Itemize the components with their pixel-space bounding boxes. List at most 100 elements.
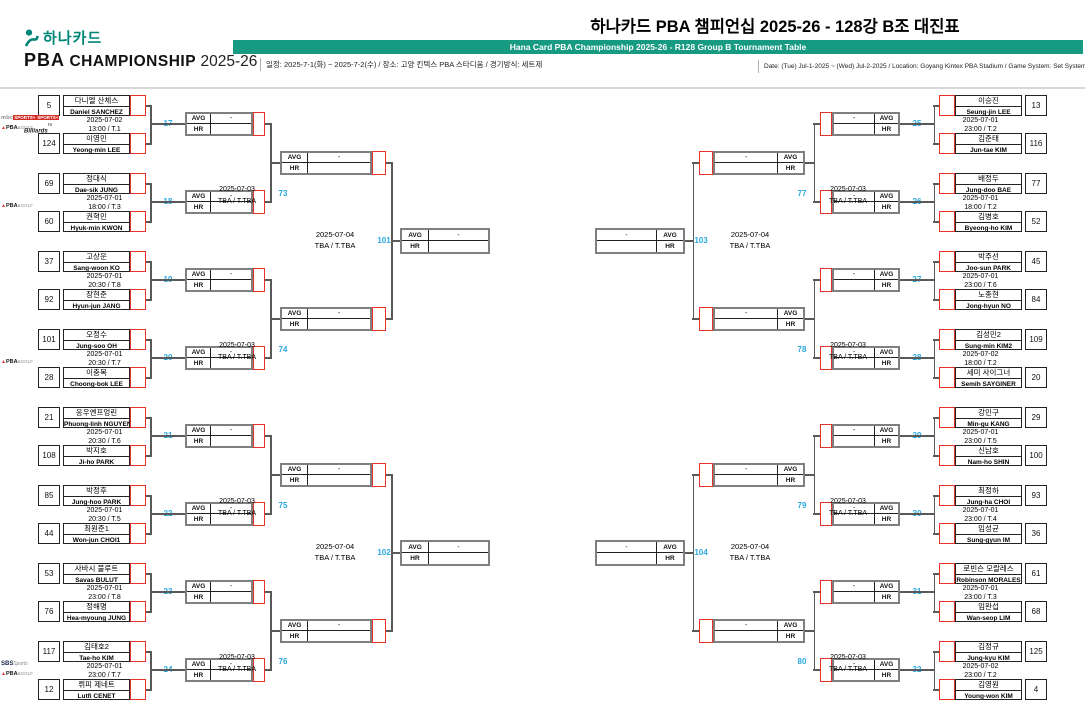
bracket-line	[685, 240, 694, 242]
hr-value	[834, 592, 874, 602]
avg-value: -	[211, 426, 251, 436]
match-number: 73	[278, 189, 288, 198]
bracket-line	[150, 573, 152, 613]
stat-box: AVG-HR	[400, 540, 490, 566]
bracket-line	[692, 318, 699, 320]
stat-box: AVG-HR	[280, 307, 372, 331]
avg-value: -	[308, 309, 370, 319]
avg-value: -	[597, 542, 656, 553]
player-name-ko: 이영민	[64, 134, 129, 145]
seed-box: 61	[1025, 563, 1047, 584]
winner-cell	[253, 112, 265, 136]
player-name-ko: 로빈슨 모랄레스	[956, 564, 1021, 575]
player-name-ko: 김병호	[956, 212, 1021, 223]
player-name-en: Lutfi CENET	[77, 693, 116, 700]
match-number: 102	[377, 548, 391, 557]
player-name-en: Hyun-jun JANG	[72, 303, 121, 310]
winner-cell	[939, 173, 955, 194]
stat-box: AVG-HR	[185, 658, 253, 682]
avg-label: AVG	[874, 348, 898, 358]
bracket-line	[265, 591, 272, 593]
match-date: 2025-07-03	[219, 498, 255, 505]
seed-box: 68	[1025, 601, 1047, 622]
bracket-line	[813, 435, 820, 437]
bracket-line	[933, 651, 935, 691]
bracket-line	[150, 201, 185, 203]
bracket-line	[933, 143, 939, 145]
player-name-en: Jung-doo BAE	[965, 187, 1012, 194]
winner-cell	[130, 173, 146, 194]
player-name-en: Choong-bok LEE	[70, 381, 123, 388]
avg-label: AVG	[282, 465, 308, 475]
winner-cell	[820, 580, 832, 604]
bracket-line	[391, 240, 400, 242]
hana-logo-text: 하나카드	[43, 30, 103, 47]
hr-label: HR	[282, 163, 308, 173]
hr-label: HR	[874, 670, 898, 680]
match-time: TBA / T.TBA	[218, 354, 256, 361]
avg-label: AVG	[777, 309, 803, 319]
bracket-line	[900, 201, 935, 203]
bracket-line	[933, 495, 939, 497]
bracket-line	[933, 573, 935, 613]
avg-label: AVG	[187, 582, 211, 592]
avg-value: -	[715, 309, 777, 319]
bracket-line	[813, 591, 820, 593]
bracket-line	[933, 105, 939, 107]
bracket-line	[265, 123, 272, 125]
hr-label: HR	[282, 475, 308, 485]
match-date: 2025-07-04	[730, 230, 770, 239]
hr-label: HR	[187, 202, 211, 212]
broadcaster-logo-text: Sports	[13, 661, 28, 667]
hr-label: HR	[187, 124, 211, 134]
broadcaster-logo-sbs: SBSSports	[1, 657, 61, 667]
player-name-ko: 장현준	[64, 290, 129, 301]
winner-cell	[820, 424, 832, 448]
winner-cell	[699, 463, 713, 487]
match-date: 2025-07-01	[86, 351, 123, 358]
avg-label: AVG	[187, 504, 211, 514]
bracket-line	[150, 591, 185, 593]
bracket-line	[146, 261, 152, 263]
avg-value: -	[308, 465, 370, 475]
match-number: 76	[278, 657, 288, 666]
broadcaster-logo-text: PBA	[5, 671, 18, 677]
bracket-line	[933, 183, 939, 185]
seed-box: 117	[38, 641, 60, 662]
player-name-ko: 오정수	[64, 330, 129, 341]
player-name-ko: 김영원	[956, 680, 1021, 691]
bracket-line	[933, 651, 939, 653]
match-date: 2025-07-01	[86, 195, 123, 202]
hr-value	[834, 436, 874, 446]
stat-box: AVG-HR	[280, 619, 372, 643]
player-name-ko: 다니엘 산체스	[64, 96, 129, 107]
player-name-en: Jung-kyu KIM	[967, 655, 1010, 662]
winner-cell	[939, 133, 955, 154]
hr-value	[308, 319, 370, 329]
hr-label: HR	[874, 436, 898, 446]
avg-label: AVG	[656, 230, 683, 241]
match-time: 23:00 / T.7	[88, 672, 121, 679]
schedule-info-ko: 일정: 2025-7-1(화) ~ 2025-7-2(수) / 장소: 고양 킨…	[260, 58, 542, 71]
avg-value: -	[715, 153, 777, 163]
avg-value: -	[834, 114, 874, 124]
match-time: TBA / T.TBA	[314, 553, 356, 562]
bracket-line	[146, 651, 152, 653]
avg-value: -	[715, 621, 777, 631]
bracket-line	[813, 513, 820, 515]
player-name-en: Tae-ho KIM	[79, 655, 114, 662]
bracket-line	[900, 279, 935, 281]
bracket-line	[933, 261, 935, 301]
hr-label: HR	[187, 670, 211, 680]
stat-box: AVG-HR	[185, 502, 253, 526]
winner-cell	[939, 211, 955, 232]
